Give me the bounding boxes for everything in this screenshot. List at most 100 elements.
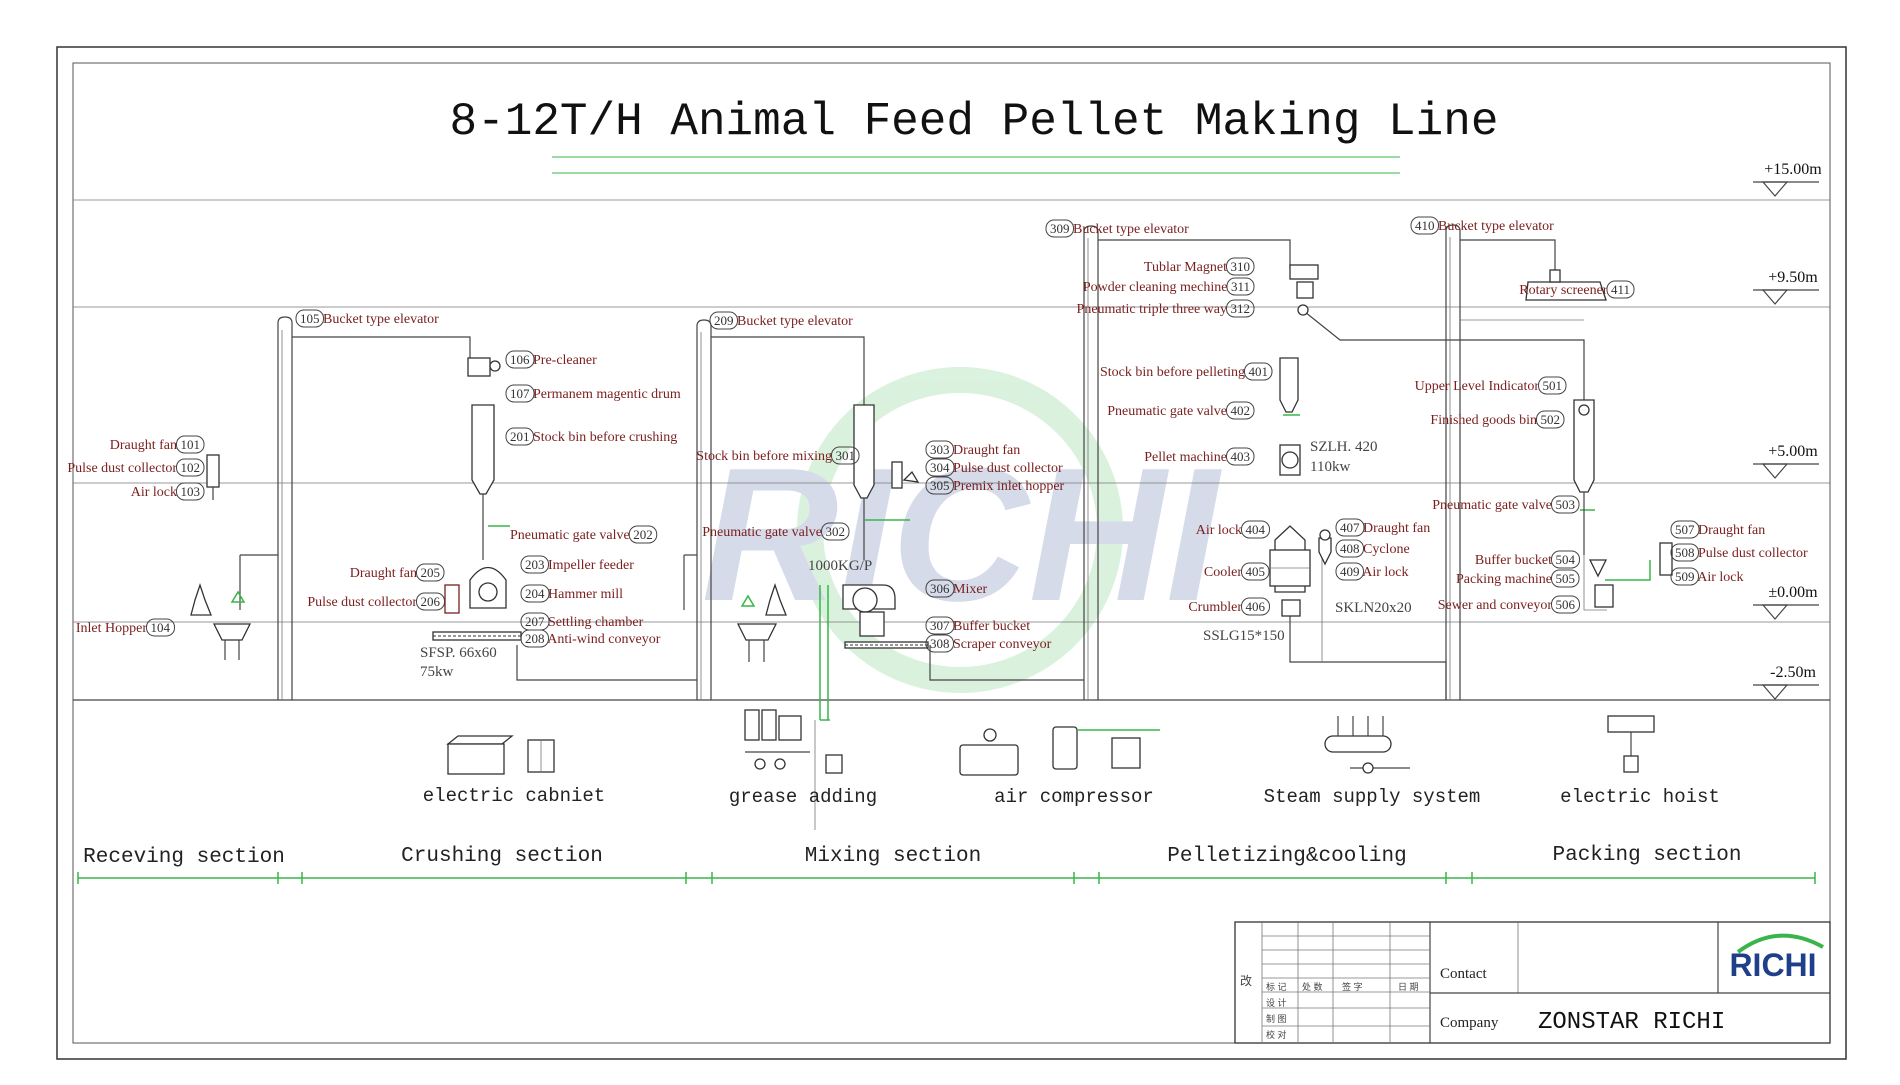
equipment-label: 207 Settling chamber <box>520 612 644 631</box>
equipment-number: 406 <box>1246 599 1266 614</box>
equipment-name: Premix inlet hopper <box>953 479 1065 494</box>
number-oval <box>505 350 535 369</box>
svg-text:Pellet machine 403: Pellet machine 403 <box>1144 449 1250 465</box>
number-oval <box>520 555 549 574</box>
equipment-number: 509 <box>1675 569 1695 584</box>
equipment-label: Inlet Hopper 104 <box>76 618 175 637</box>
equipment-number: 307 <box>930 618 950 633</box>
level-label: +15.00m <box>1764 161 1822 178</box>
equipment-name: Air lock <box>1196 523 1242 538</box>
section-label: Pelletizing&cooling <box>1167 845 1406 868</box>
auxiliary-label: grease adding <box>729 786 877 808</box>
svg-text:407 Draught fan: 407 Draught fan <box>1340 520 1430 536</box>
equipment-name: Pneumatic gate valve <box>510 528 630 543</box>
number-oval <box>1241 597 1270 616</box>
equipment-name: Anti-wind conveyor <box>547 632 660 647</box>
equipment-label: Sewer and conveyor 506 <box>1438 595 1580 614</box>
equipment-label: 410 Bucket type elevator <box>1410 216 1554 235</box>
number-oval <box>505 427 534 446</box>
number-oval <box>1551 495 1580 514</box>
equipment-number: 403 <box>1231 449 1251 464</box>
equipment-label: 307 Buffer bucket <box>925 616 1030 635</box>
equipment-name: Pneumatic gate valve <box>1107 404 1227 419</box>
equipment-name: Draught fan <box>350 566 417 581</box>
equipment-label: 408 Cyclone <box>1335 539 1410 558</box>
company-name: ZONSTAR RICHI <box>1538 1009 1725 1036</box>
tb-header-count: 处 数 <box>1302 981 1323 992</box>
level-marker: ±0.00m <box>1753 584 1819 620</box>
equipment-name: Buffer bucket <box>1475 553 1552 568</box>
receiving-hopper-2 <box>736 582 787 662</box>
number-oval <box>416 592 445 611</box>
equipment-name: Mixer <box>953 582 988 597</box>
equipment-name: Upper Level Indicator <box>1415 379 1540 394</box>
equipment-label: Upper Level Indicator 501 <box>1415 376 1567 395</box>
equipment-name: Draught fan <box>1698 523 1765 538</box>
floor-lines <box>73 199 1830 701</box>
tb-row-design: 设 计 <box>1266 997 1287 1008</box>
equipment-number: 402 <box>1231 403 1251 418</box>
equipment-name: Impeller feeder <box>548 558 634 573</box>
svg-text:203 Impeller feeder: 203 Impeller feeder <box>525 557 634 573</box>
number-oval <box>176 482 205 501</box>
svg-text:408 Cyclone: 408 Cyclone <box>1340 541 1410 557</box>
powder-cleaning-machine-311 <box>1289 264 1319 316</box>
pulse-dust-collector-508 <box>1659 542 1673 576</box>
equipment-name: Settling chamber <box>548 615 644 630</box>
pre-cleaner-106 <box>467 357 501 377</box>
equipment-number: 102 <box>181 460 201 475</box>
equipment-spec: 1000KG/P <box>808 558 872 574</box>
level-marker: +15.00m <box>1753 161 1822 197</box>
equipment-number: 506 <box>1556 597 1576 612</box>
number-oval <box>1670 543 1699 562</box>
equipment-name: Draught fan <box>1363 521 1430 536</box>
equipment-spec: SSLG15*150 <box>1203 628 1285 644</box>
section-dimension-line <box>77 872 1816 884</box>
svg-text:303 Draught fan: 303 Draught fan <box>930 442 1020 458</box>
equipment-number: 502 <box>1541 412 1561 427</box>
number-oval <box>925 476 954 495</box>
equipment-name: Draught fan <box>953 443 1020 458</box>
equipment-name: Stock bin before mixing <box>696 449 832 464</box>
equipment-name: Finished goods bin <box>1430 413 1537 428</box>
bucket-elevator-410 <box>1445 224 1461 700</box>
svg-text:308 Scraper conveyor: 308 Scraper conveyor <box>930 636 1052 652</box>
crumbler-406 <box>1281 599 1301 617</box>
level-label: -2.50m <box>1770 664 1816 681</box>
number-oval <box>1538 376 1567 395</box>
number-oval <box>1241 520 1270 539</box>
svg-text:306 Mixer: 306 Mixer <box>930 581 988 597</box>
equipment-label: Tublar Magnet 310 <box>1144 257 1255 276</box>
contact-label: Contact <box>1440 966 1487 982</box>
equipment-number: 305 <box>930 478 950 493</box>
equipment-number: 203 <box>525 557 545 572</box>
equipment-label: Stock bin before mixing 301 <box>696 446 860 465</box>
equipment-number: 304 <box>930 460 950 475</box>
equipment-label: 407 Draught fan <box>1335 518 1430 537</box>
pellet-machine-403 <box>1279 444 1301 476</box>
svg-text:106 Pre-cleaner: 106 Pre-cleaner <box>510 352 597 368</box>
bucket-elevator-309 <box>1083 225 1099 700</box>
equipment-label: Pneumatic gate valve 402 <box>1107 401 1255 420</box>
number-oval <box>1551 550 1580 569</box>
svg-text:204 Hammer mill: 204 Hammer mill <box>525 586 623 602</box>
number-oval <box>295 309 324 328</box>
number-oval <box>146 618 175 637</box>
hammer-mill-204 <box>469 566 507 609</box>
equipment-label: Stock bin before pelleting 401 <box>1100 362 1273 381</box>
tb-row-check: 校 对 <box>1266 1029 1287 1040</box>
svg-text:Pneumatic gate valve 402: Pneumatic gate valve 402 <box>1107 403 1250 419</box>
equipment-number: 508 <box>1675 545 1695 560</box>
equipment-name: Inlet Hopper <box>76 621 147 636</box>
equipment-number: 311 <box>1231 279 1250 294</box>
equipment-number: 301 <box>836 448 856 463</box>
equipment-number: 409 <box>1340 564 1360 579</box>
number-oval <box>1670 567 1699 586</box>
equipment-number: 106 <box>510 352 530 367</box>
equipment-number: 302 <box>826 524 846 539</box>
svg-text:Pulse dust collector 102: Pulse dust collector 102 <box>67 460 200 476</box>
equipment-name: Cyclone <box>1363 542 1410 557</box>
equipment-label: Pneumatic gate valve 503 <box>1432 495 1580 514</box>
